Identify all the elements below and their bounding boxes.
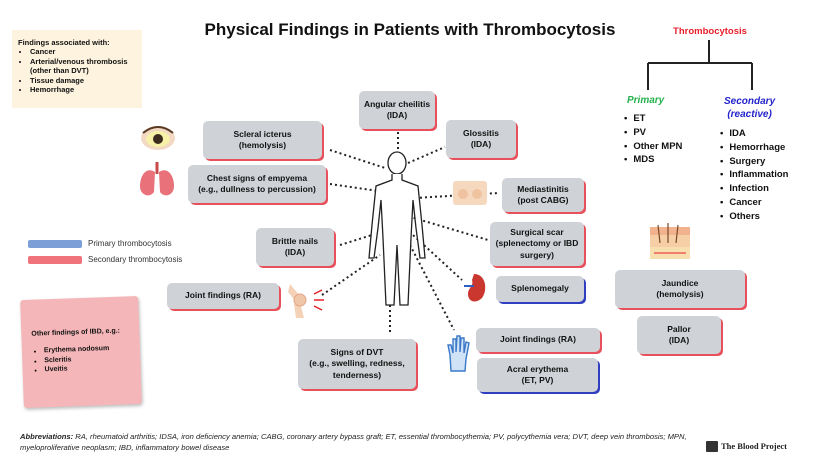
lungs-icon [140, 162, 174, 196]
primary-item: MDS [624, 153, 682, 167]
finding-cause: (splenectomy or IBD [495, 238, 579, 249]
finding-joint-right: Joint findings (RA) [476, 328, 600, 352]
ibd-heading: Other findings of IBD, e.g.: [31, 327, 121, 338]
legend-secondary-swatch [28, 256, 82, 264]
finding-title: Surgical scar [510, 227, 564, 238]
finding-cause: (IDA) [470, 139, 492, 149]
finding-cause: (IDA) [668, 335, 690, 345]
finding-title: Brittle nails [271, 235, 319, 246]
secondary-item: Infection [720, 182, 788, 196]
page-title: Physical Findings in Patients with Throm… [204, 20, 616, 39]
finding-cause: (post CABG) [517, 195, 569, 205]
book-icon [706, 441, 718, 452]
abbreviations-text: RA, rheumatoid arthritis; IDSA, iron def… [20, 432, 687, 452]
hand-icon [447, 335, 470, 372]
abbreviations: Abbreviations: RA, rheumatoid arthritis;… [20, 432, 700, 453]
secondary-heading-line1: Secondary [724, 96, 776, 107]
associated-item: Arterial/venous thrombosis (other than D… [30, 57, 136, 76]
finding-cause: (e.g., dullness to percussion) [198, 184, 316, 194]
finding-brittle-nails: Brittle nails (IDA) [256, 228, 334, 266]
finding-chest-empyema: Chest signs of empyema (e.g., dullness t… [188, 165, 326, 203]
tree-title: Thrombocytosis [673, 26, 747, 37]
legend-primary-label: Primary thrombocytosis [88, 239, 172, 248]
spleen-icon [464, 274, 486, 302]
finding-surgical-scar: Surgical scar (splenectomy or IBD surger… [490, 222, 584, 266]
primary-item: Other MPN [624, 140, 682, 154]
finding-title: Acral erythema [506, 363, 569, 374]
finding-angular-cheilitis: Angular cheilitis (IDA) [359, 91, 435, 129]
secondary-heading-line2: (reactive) [727, 109, 772, 120]
finding-cause: (hemolysis) [238, 140, 287, 150]
tree-lines [647, 40, 753, 90]
finding-mediastinitis: Mediastinitis (post CABG) [502, 178, 584, 212]
finding-title: Signs of DVT [330, 347, 384, 358]
legend-secondary-label: Secondary thrombocytosis [88, 255, 183, 264]
secondary-list: IDA Hemorrhage Surgery Inflammation Infe… [720, 127, 788, 223]
chest-icon [453, 181, 487, 205]
skin-layers-icon [650, 223, 690, 259]
ibd-note: Other findings of IBD, e.g.: Erythema no… [20, 295, 142, 409]
associated-findings-note: Findings associated with: Cancer Arteria… [12, 30, 142, 108]
brand-name: The Blood Project [721, 441, 787, 451]
finding-cause: (hemolysis) [656, 289, 704, 299]
associated-heading: Findings associated with: [18, 38, 110, 47]
finding-dvt: Signs of DVT (e.g., swelling, redness, t… [298, 339, 416, 389]
secondary-heading: Secondary (reactive) [724, 95, 775, 121]
finding-title: Splenomegaly [511, 283, 569, 294]
eye-icon [141, 126, 175, 150]
primary-item: PV [624, 126, 682, 140]
secondary-item: Hemorrhage [720, 141, 788, 155]
primary-item: ET [624, 112, 682, 126]
ibd-item: Uveitis [44, 363, 132, 376]
finding-title: Joint findings (RA) [499, 334, 576, 345]
finding-scleral-icterus: Scleral icterus (hemolysis) [203, 121, 322, 159]
finding-cause-cont: surgery) [519, 249, 554, 260]
secondary-item: Others [720, 210, 788, 224]
primary-heading: Primary [627, 95, 665, 106]
secondary-item: Surgery [720, 155, 788, 169]
finding-cause: (IDA) [284, 247, 306, 257]
finding-cause: (e.g., swelling, redness, [309, 358, 405, 369]
primary-list: ET PV Other MPN MDS [624, 112, 682, 167]
knee-joint-icon [288, 284, 324, 318]
secondary-item: Inflammation [720, 168, 788, 182]
associated-item: Hemorrhage [30, 85, 136, 94]
finding-glossitis: Glossitis (IDA) [446, 120, 516, 158]
finding-title: Mediastinitis [517, 183, 569, 194]
associated-item: Cancer [30, 47, 136, 56]
finding-title: Glossitis [463, 127, 499, 138]
finding-pallor: Pallor (IDA) [637, 316, 721, 354]
finding-title: Joint findings (RA) [184, 290, 261, 301]
secondary-item: Cancer [720, 196, 788, 210]
finding-title: Chest signs of empyema [206, 172, 308, 183]
secondary-item: IDA [720, 127, 788, 141]
finding-title: Angular cheilitis [363, 98, 431, 109]
finding-cause: (ET, PV) [521, 375, 554, 385]
finding-jaundice: Jaundice (hemolysis) [615, 270, 745, 308]
finding-cause: (IDA) [386, 110, 408, 120]
finding-title: Jaundice [661, 277, 699, 288]
human-body-outline [368, 151, 426, 306]
finding-cause-cont: tenderness) [332, 369, 382, 380]
legend-primary-swatch [28, 240, 82, 248]
finding-title: Pallor [667, 323, 691, 334]
finding-title: Scleral icterus [233, 128, 292, 139]
finding-acral-erythema: Acral erythema (ET, PV) [477, 358, 598, 392]
finding-splenomegaly: Splenomegaly [496, 276, 584, 302]
associated-item: Tissue damage [30, 76, 136, 85]
abbreviations-label: Abbreviations: [20, 432, 74, 441]
finding-joint-left: Joint findings (RA) [167, 283, 279, 309]
